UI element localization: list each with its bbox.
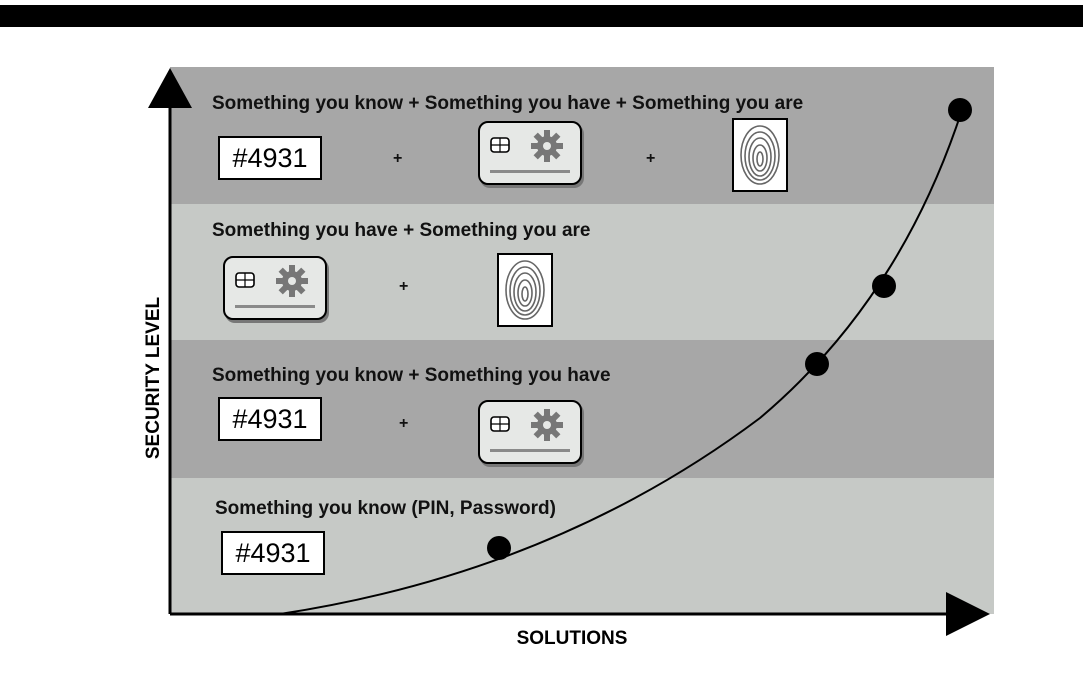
fingerprint-icon xyxy=(732,118,788,192)
x-axis-arrow xyxy=(946,592,990,636)
chip-icon xyxy=(235,272,255,288)
gear-icon xyxy=(276,265,308,297)
level-3-label: Something you know + Something you have xyxy=(212,365,611,386)
pin-box: #4931 xyxy=(218,397,322,441)
card-stripe xyxy=(490,170,570,173)
pin-box: #4931 xyxy=(221,531,325,575)
smart-card-icon xyxy=(223,256,327,320)
smart-card-icon xyxy=(478,400,582,464)
card-stripe xyxy=(490,449,570,452)
gear-icon xyxy=(531,409,563,441)
plus-sign: + xyxy=(393,150,403,167)
plus-sign: + xyxy=(399,415,409,432)
card-stripe xyxy=(235,305,315,308)
curve-point xyxy=(805,352,829,376)
plus-sign: + xyxy=(646,150,656,167)
top-black-bar xyxy=(0,5,1083,27)
y-axis-arrow xyxy=(148,68,192,108)
plus-sign: + xyxy=(399,278,409,295)
x-axis-label: SOLUTIONS xyxy=(516,628,628,649)
smart-card-icon xyxy=(478,121,582,185)
fingerprint-icon xyxy=(497,253,553,327)
curve-point xyxy=(948,98,972,122)
security-curve xyxy=(279,109,963,615)
pin-box: #4931 xyxy=(218,136,322,180)
level-4-label: Something you know (PIN, Password) xyxy=(215,498,556,519)
level-band-1 xyxy=(170,67,994,204)
curve-point xyxy=(487,536,511,560)
gear-icon xyxy=(531,130,563,162)
level-2-label: Something you have + Something you are xyxy=(212,220,591,241)
level-1-label: Something you know + Something you have … xyxy=(212,93,804,114)
chip-icon xyxy=(490,137,510,153)
y-axis-label: SECURITY LEVEL xyxy=(143,296,164,460)
chip-icon xyxy=(490,416,510,432)
curve-point xyxy=(872,274,896,298)
